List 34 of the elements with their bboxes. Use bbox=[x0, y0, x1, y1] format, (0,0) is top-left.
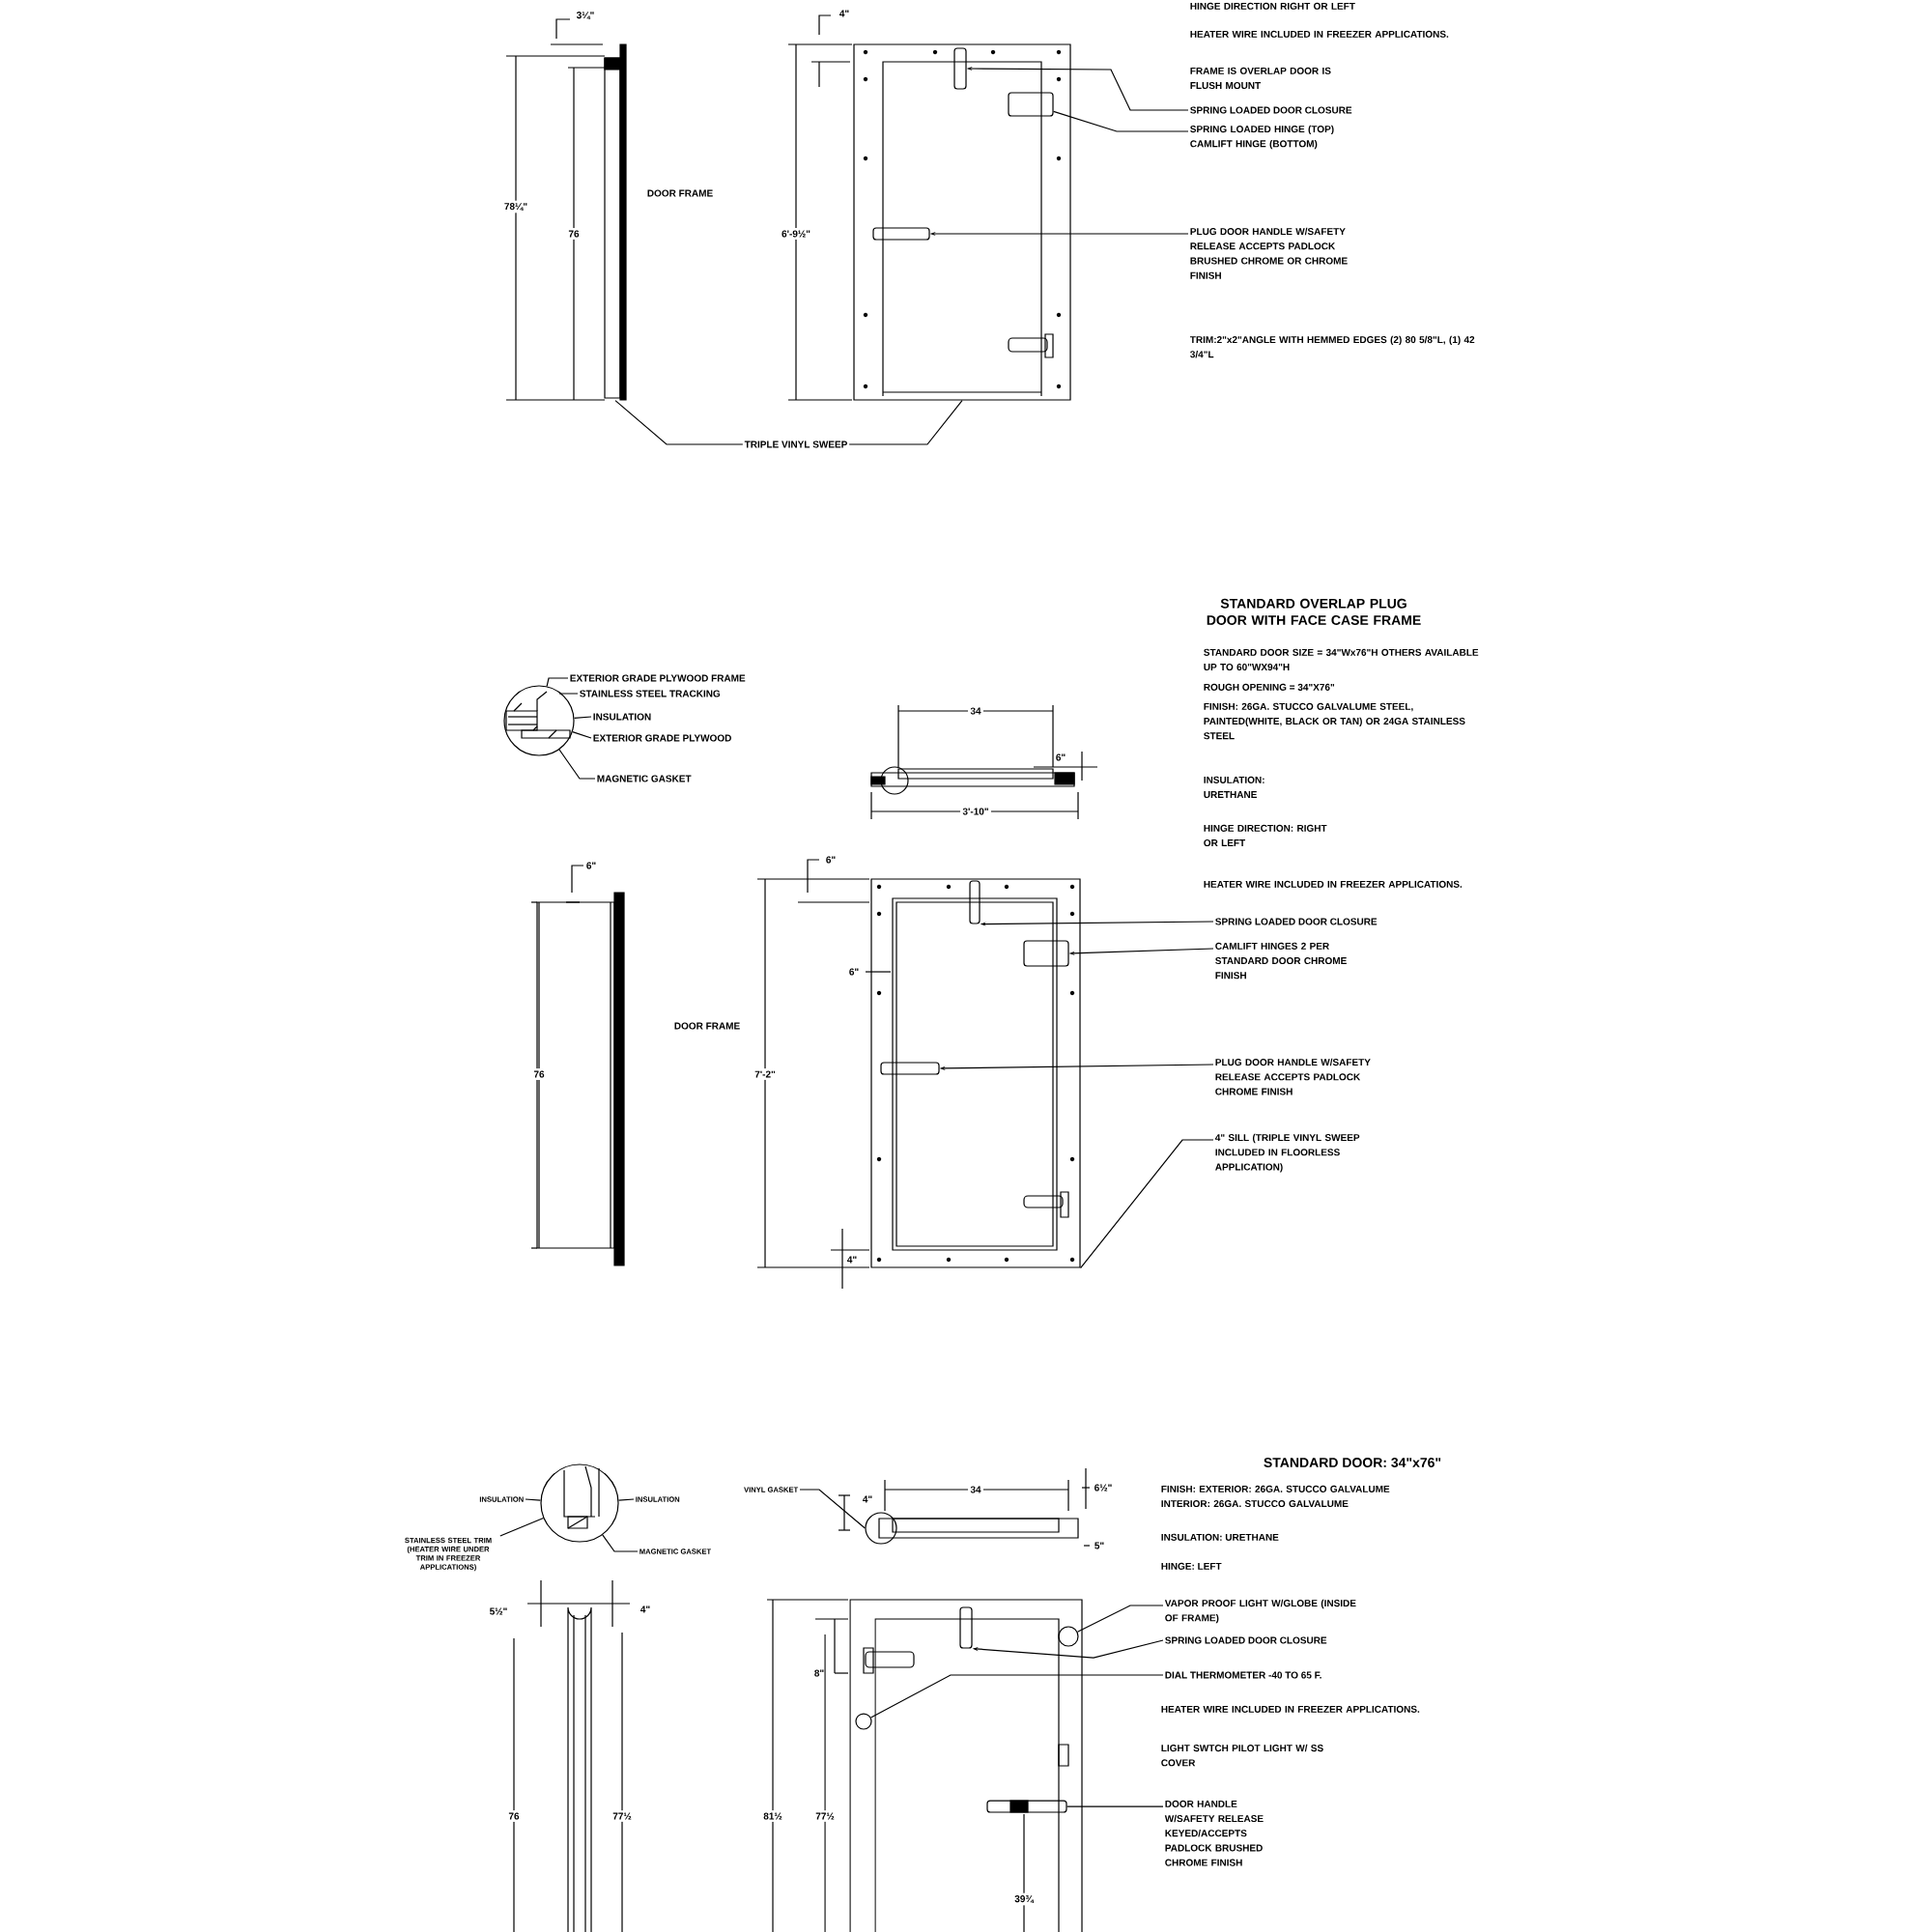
door-handle bbox=[872, 227, 930, 241]
door-closure bbox=[953, 47, 967, 90]
door-handle bbox=[880, 1062, 940, 1075]
leader-line bbox=[870, 1674, 1164, 1719]
leader-line bbox=[1080, 1139, 1214, 1269]
door-front-view-drawing bbox=[853, 43, 1071, 401]
door-handle bbox=[986, 1800, 1067, 1813]
leader-line bbox=[558, 749, 596, 780]
leader-line bbox=[558, 692, 579, 695]
light-globe bbox=[1058, 1626, 1079, 1647]
door-plan-view-drawing bbox=[865, 1512, 1079, 1545]
leader-line bbox=[617, 1498, 635, 1501]
door-closure bbox=[959, 1606, 973, 1649]
hinge bbox=[1023, 940, 1069, 967]
section-detail-drawing bbox=[503, 685, 575, 756]
leader-line bbox=[499, 1517, 545, 1537]
leader-line bbox=[602, 1534, 639, 1552]
leader-line bbox=[572, 731, 592, 739]
leader-line bbox=[799, 1489, 866, 1529]
leader-line bbox=[1076, 1605, 1164, 1633]
door-front-view-drawing bbox=[870, 878, 1081, 1268]
leader-line bbox=[573, 716, 592, 719]
leader-line bbox=[848, 400, 963, 445]
leader-line bbox=[546, 677, 569, 687]
leader-line bbox=[1066, 1805, 1164, 1807]
hinge bbox=[1008, 92, 1054, 117]
dial-thermometer bbox=[855, 1713, 872, 1730]
section-detail-drawing bbox=[540, 1463, 619, 1543]
leader-line bbox=[614, 400, 744, 445]
door-closure bbox=[969, 880, 980, 924]
door-side-view-drawing bbox=[604, 43, 627, 401]
door-front-view-drawing bbox=[849, 1599, 1083, 1932]
leader-line bbox=[1053, 110, 1189, 132]
leader-line bbox=[525, 1498, 542, 1501]
